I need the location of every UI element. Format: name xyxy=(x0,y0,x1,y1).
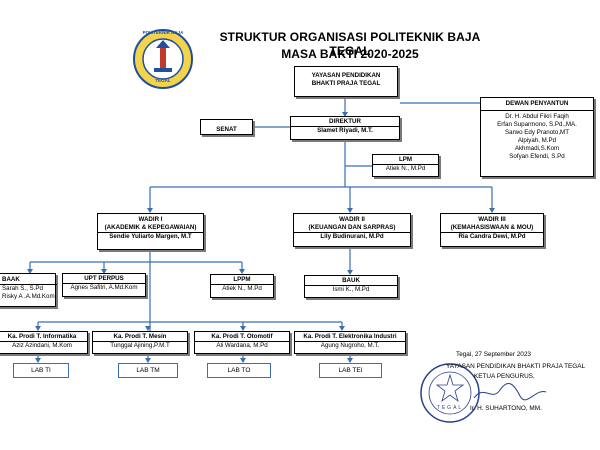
direktur-box: DIREKTUR Slamet Riyadi, M.T. xyxy=(290,116,400,140)
page-subtitle: MASA BAKTI 2020-2025 xyxy=(281,47,419,61)
dewan-member: Sarwo Edy Pranoto,MT xyxy=(505,129,569,136)
yayasan-line2: BHAKTI PRAJA TEGAL xyxy=(311,80,381,87)
yayasan-box: YAYASAN PENDIDIKAN BHAKTI PRAJA TEGAL xyxy=(294,66,398,97)
prodi-head-name: Ali Wardana, M.Pd xyxy=(216,342,268,349)
prodi-box-tei: Ka. Prodi T. Elektronika Industri Agung … xyxy=(294,331,406,354)
logo-bottom-text: TEGAL xyxy=(155,78,171,83)
dewan-member: Sofyan Efendi, S.Pd xyxy=(509,153,565,160)
dewan-penyantun-box: DEWAN PENYANTUN Dr. H. Abdul Fikri Faqih… xyxy=(480,97,594,177)
baak-box: BAAK Sarah S., S.Pd Risky A .A.Md.Kom xyxy=(0,273,57,307)
baak-title: BAAK xyxy=(2,276,20,283)
prodi-title: Ka. Prodi T. Informatika xyxy=(7,333,77,340)
lab-box-ti: LAB TI xyxy=(13,363,69,378)
bauk-name: Ismi K., M.Pd xyxy=(332,286,370,293)
wadir2-name: Lily Budinurani, M.Pd xyxy=(320,233,384,240)
dewan-member: Dr. H. Abdul Fikri Faqih xyxy=(505,113,569,120)
prodi-title: Ka. Prodi T. Mesin xyxy=(113,333,167,340)
perpus-title: UPT PERPUS xyxy=(84,275,124,282)
prodi-title: Ka. Prodi T. Otomotif xyxy=(211,333,273,340)
lppm-name: Atiek N., M.Pd xyxy=(222,285,262,292)
wadir1-unit: (AKADEMIK & KEPEGAWAIAN) xyxy=(104,224,197,231)
prodi-head-name: Tunggal Ajining,P.M.T xyxy=(110,342,170,349)
prodi-head-name: Agung Nugroho, M.T. xyxy=(320,342,380,349)
wadir1-title: WADIR I xyxy=(138,216,163,223)
wadir1-name: Sendie Yuliarto Margen, M.T xyxy=(109,233,192,240)
wadir3-title: WADIR III xyxy=(478,216,506,223)
senat-label: SENAT xyxy=(216,126,237,133)
wadir1-box: WADIR I (AKADEMIK & KEPEGAWAIAN) Sendie … xyxy=(97,213,204,250)
lpm-title: LPM xyxy=(398,156,413,163)
baak-name: Risky A .A.Md.Kom xyxy=(2,293,55,300)
bauk-title: BAUK xyxy=(342,277,360,284)
wadir2-unit: (KEUANGAN DAN SARPRAS) xyxy=(308,224,396,231)
prodi-title: Ka. Prodi T. Elektronika Industri xyxy=(303,333,397,340)
lpm-name: Atiek N., M.Pd xyxy=(385,165,426,172)
signature-name: Ir. H. SUHARTONO, MM. xyxy=(470,405,542,412)
dewan-member: Alpiyah, M.Pd xyxy=(517,137,557,144)
perpus-box: UPT PERPUS Agnes Safitri, A.Md.Kom xyxy=(62,273,146,297)
prodi-box-to: Ka. Prodi T. Otomotif Ali Wardana, M.Pd xyxy=(194,331,290,354)
direktur-title: DIREKTUR xyxy=(329,118,361,125)
signature-org: YAYASAN PENDIDIKAN BHAKTI PRAJA TEGAL xyxy=(446,363,586,370)
perpus-name: Agnes Safitri, A.Md.Kom xyxy=(70,284,138,291)
prodi-box-ti: Ka. Prodi T. Informatika Aziz Azindani, … xyxy=(0,331,88,354)
dewan-title: DEWAN PENYANTUN xyxy=(505,100,569,107)
prodi-head-name: Aziz Azindani, M.Kom xyxy=(12,342,72,349)
signature-role: KETUA PENGURUS, xyxy=(474,373,535,380)
lppm-title: LPPM xyxy=(233,276,251,283)
prodi-box-tm: Ka. Prodi T. Mesin Tunggal Ajining,P.M.T xyxy=(92,331,188,354)
page-title: STRUKTUR ORGANISASI POLITEKNIK BAJA TEGA… xyxy=(219,30,481,58)
dewan-member: Akhmadi,S.Kom xyxy=(514,145,560,152)
direktur-name: Slamet Riyadi, M.T. xyxy=(317,127,373,134)
lab-box-to: LAB TO xyxy=(207,363,271,378)
wadir3-name: Ria Candra Dewi, M.Pd xyxy=(458,233,526,240)
college-logo xyxy=(132,28,194,90)
yayasan-line1: YAYASAN PENDIDIKAN xyxy=(311,72,381,79)
lppm-box: LPPM Atiek N., M.Pd xyxy=(210,274,274,298)
lpm-box: LPM Atiek N., M.Pd xyxy=(372,154,439,177)
lab-box-tm: LAB TM xyxy=(118,363,178,378)
wadir3-box: WADIR III (KEMAHASISWAAN & MOU) Ria Cand… xyxy=(440,213,544,247)
logo-top-text: POLITEKNIK BAJA xyxy=(142,30,184,35)
stamp-text: TEGAL xyxy=(436,405,464,411)
wadir3-unit: (KEMAHASISWAAN & MOU) xyxy=(450,224,534,231)
dewan-member: Erfan Suparmono, S.Pd.,MA. xyxy=(497,121,577,128)
senat-box: SENAT xyxy=(200,119,253,135)
wadir2-title: WADIR II xyxy=(339,216,365,223)
handwritten-signature xyxy=(470,380,550,406)
wadir2-box: WADIR II (KEUANGAN DAN SARPRAS) Lily Bud… xyxy=(293,213,411,247)
signature-date: Tegal, 27 September 2023 xyxy=(456,351,531,358)
baak-name: Sarah S., S.Pd xyxy=(2,285,43,292)
bauk-box: BAUK Ismi K., M.Pd xyxy=(304,275,398,298)
lab-box-tei: LAB TEI xyxy=(319,363,382,378)
